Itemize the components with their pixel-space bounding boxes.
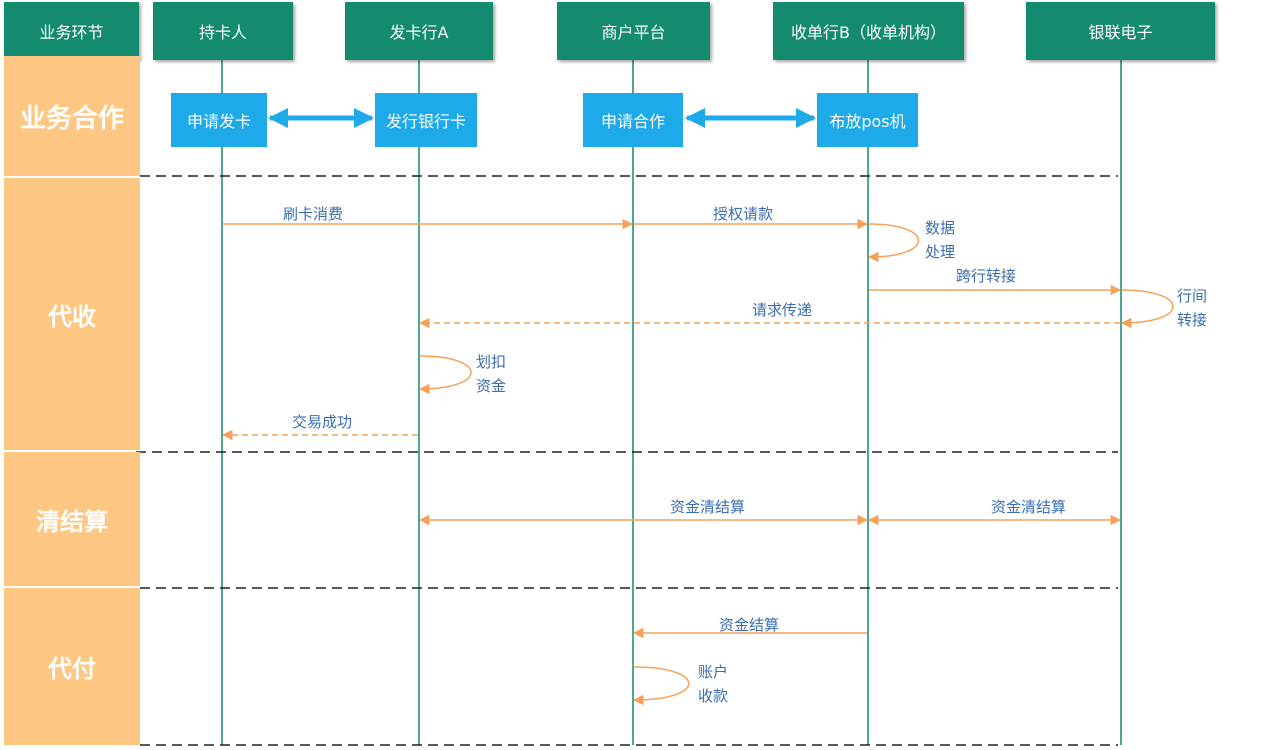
note-line: 划扣 xyxy=(476,353,507,371)
note-line: 处理 xyxy=(925,243,956,261)
note-line: 行间 xyxy=(1177,287,1208,305)
header-issuer: 发卡行A xyxy=(345,2,493,60)
label-transfer: 跨行转接 xyxy=(956,267,1017,285)
loop-interbank xyxy=(1120,289,1174,329)
note-interbank: 行间 转接 xyxy=(1177,284,1207,332)
loop-data-processing xyxy=(867,223,919,263)
stage-collection: 代收 xyxy=(4,178,140,450)
loop-deduct xyxy=(418,355,472,395)
activity-issue-card: 发行银行卡 xyxy=(375,93,477,147)
stage-cooperation: 业务合作 xyxy=(4,56,140,176)
header-stage: 业务环节 xyxy=(4,2,139,60)
label-clearing-1: 资金清结算 xyxy=(670,498,746,516)
header-merchant: 商户平台 xyxy=(557,2,710,60)
note-line: 账户 xyxy=(698,663,729,681)
note-line: 收款 xyxy=(698,687,729,705)
label-swipe: 刷卡消费 xyxy=(283,205,344,223)
loop-account-receipt xyxy=(632,666,690,706)
activity-apply-card: 申请发卡 xyxy=(171,93,267,147)
label-authorize: 授权请款 xyxy=(713,205,774,223)
activity-deploy-pos: 布放pos机 xyxy=(817,93,918,147)
note-data-processing: 数据 处理 xyxy=(925,216,955,264)
stage-payment: 代付 xyxy=(4,588,140,745)
label-request-pass: 请求传递 xyxy=(752,301,813,319)
note-line: 转接 xyxy=(1177,311,1208,329)
label-settle: 资金结算 xyxy=(719,616,780,634)
header-acquirer: 收单行B（收单机构） xyxy=(773,2,964,60)
note-account-receipt: 账户 收款 xyxy=(698,660,728,708)
note-deduct: 划扣 资金 xyxy=(476,350,506,398)
note-line: 数据 xyxy=(925,219,956,237)
label-success: 交易成功 xyxy=(292,413,353,431)
label-clearing-2: 资金清结算 xyxy=(991,498,1067,516)
stage-clearing: 清结算 xyxy=(4,452,140,586)
header-cardholder: 持卡人 xyxy=(153,2,293,60)
note-line: 资金 xyxy=(476,377,507,395)
header-unionpay: 银联电子 xyxy=(1026,2,1215,60)
activity-apply-coop: 申请合作 xyxy=(583,93,683,147)
